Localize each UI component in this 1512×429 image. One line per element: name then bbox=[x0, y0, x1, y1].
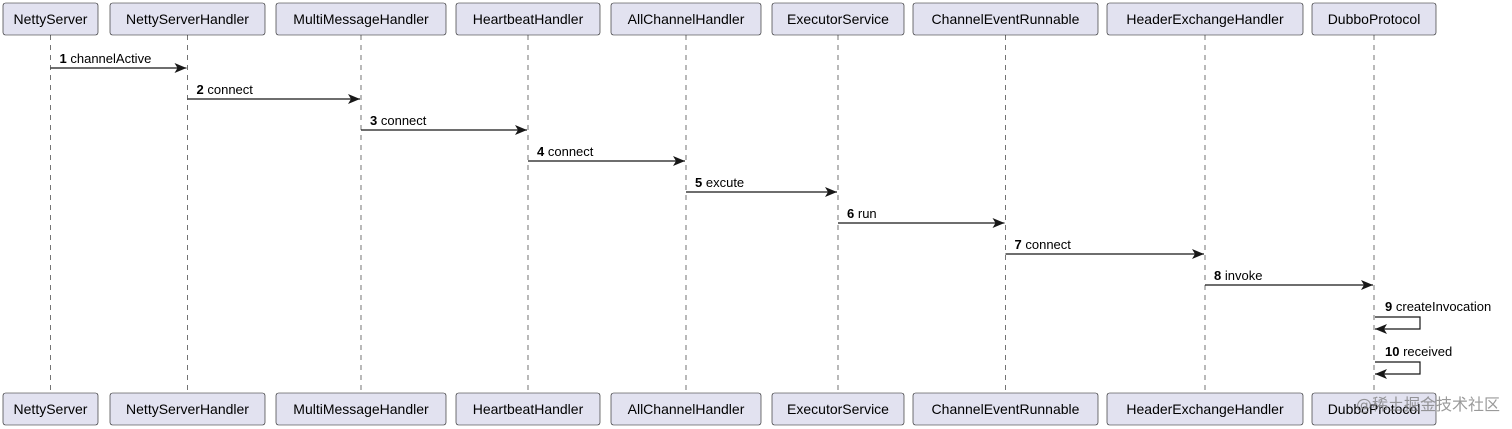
participant-box bbox=[1311, 392, 1437, 426]
participant-box bbox=[275, 2, 447, 36]
participant-heartbeat-handler-top: HeartbeatHandler bbox=[455, 2, 601, 36]
participant-channel-event-runnable-top: ChannelEventRunnable bbox=[912, 2, 1099, 36]
message-label: 3 connect bbox=[370, 113, 427, 128]
participant-all-channel-handler-bottom: AllChannelHandler bbox=[610, 392, 762, 426]
message-number: 8 bbox=[1214, 268, 1221, 283]
message-label: 8 invoke bbox=[1214, 268, 1262, 283]
message-text: excute bbox=[706, 175, 744, 190]
participant-label: ChannelEventRunnable bbox=[932, 401, 1080, 417]
message-number: 6 bbox=[847, 206, 854, 221]
self-message-arrow bbox=[1375, 361, 1421, 379]
message-6: 6 run bbox=[838, 206, 1005, 228]
message-number: 3 bbox=[370, 113, 377, 128]
participant-netty-server-handler-bottom: NettyServerHandler bbox=[109, 392, 266, 426]
message-label: 5 excute bbox=[695, 175, 744, 190]
participant-box bbox=[912, 2, 1099, 36]
participant-executor-service-bottom: ExecutorService bbox=[771, 392, 905, 426]
message-number: 5 bbox=[695, 175, 702, 190]
participant-label: DubboProtocol bbox=[1328, 11, 1421, 27]
participant-label: AllChannelHandler bbox=[628, 401, 745, 417]
message-text: connect bbox=[381, 113, 427, 128]
participant-label: HeartbeatHandler bbox=[473, 401, 584, 417]
message-text: channelActive bbox=[70, 51, 151, 66]
message-text: connect bbox=[548, 144, 594, 159]
participant-box bbox=[455, 2, 601, 36]
message-label: 4 connect bbox=[537, 144, 594, 159]
message-number: 1 bbox=[60, 51, 67, 66]
participant-box bbox=[771, 392, 905, 426]
participant-box bbox=[1106, 392, 1304, 426]
message-text: connect bbox=[207, 82, 253, 97]
participant-all-channel-handler-top: AllChannelHandler bbox=[610, 2, 762, 36]
message-10: 10 received bbox=[1375, 344, 1452, 379]
participant-label: NettyServerHandler bbox=[126, 11, 249, 27]
message-2: 2 connect bbox=[187, 82, 360, 104]
participant-box bbox=[2, 2, 99, 36]
participant-multi-message-handler-top: MultiMessageHandler bbox=[275, 2, 447, 36]
message-3: 3 connect bbox=[361, 113, 527, 135]
participant-label: DubboProtocol bbox=[1328, 401, 1421, 417]
message-number: 9 bbox=[1385, 299, 1392, 314]
participant-label: AllChannelHandler bbox=[628, 11, 745, 27]
participant-netty-server-bottom: NettyServer bbox=[2, 392, 99, 426]
participant-box bbox=[1106, 2, 1304, 36]
message-9: 9 createInvocation bbox=[1375, 299, 1491, 334]
message-5: 5 excute bbox=[686, 175, 837, 197]
message-8: 8 invoke bbox=[1205, 268, 1373, 290]
message-label: 10 received bbox=[1385, 344, 1452, 359]
self-message-arrow bbox=[1375, 316, 1421, 334]
participant-label: ExecutorService bbox=[787, 11, 889, 27]
message-number: 2 bbox=[197, 82, 204, 97]
participant-label: ExecutorService bbox=[787, 401, 889, 417]
participant-heartbeat-handler-bottom: HeartbeatHandler bbox=[455, 392, 601, 426]
participant-label: HeaderExchangeHandler bbox=[1126, 11, 1284, 27]
message-1: 1 channelActive bbox=[50, 51, 187, 73]
participant-label: HeaderExchangeHandler bbox=[1126, 401, 1284, 417]
participant-box bbox=[1311, 2, 1437, 36]
message-label: 6 run bbox=[847, 206, 877, 221]
watermark: @稀土掘金技术社区 bbox=[1355, 395, 1500, 414]
participant-label: NettyServer bbox=[14, 11, 88, 27]
message-label: 2 connect bbox=[197, 82, 254, 97]
participant-label: MultiMessageHandler bbox=[293, 401, 429, 417]
participant-label: HeartbeatHandler bbox=[473, 11, 584, 27]
message-7: 7 connect bbox=[1005, 237, 1204, 259]
participant-box bbox=[912, 392, 1099, 426]
message-text: connect bbox=[1025, 237, 1071, 252]
message-number: 10 bbox=[1385, 344, 1399, 359]
participant-box bbox=[610, 2, 762, 36]
message-label: 9 createInvocation bbox=[1385, 299, 1491, 314]
participant-box bbox=[771, 2, 905, 36]
message-text: received bbox=[1403, 344, 1452, 359]
message-label: 1 channelActive bbox=[60, 51, 152, 66]
participant-header-exchange-handler-top: HeaderExchangeHandler bbox=[1106, 2, 1304, 36]
participant-box bbox=[109, 2, 266, 36]
message-label: 7 connect bbox=[1015, 237, 1072, 252]
message-4: 4 connect bbox=[528, 144, 685, 166]
participant-executor-service-top: ExecutorService bbox=[771, 2, 905, 36]
message-text: invoke bbox=[1225, 268, 1263, 283]
participant-netty-server-handler-top: NettyServerHandler bbox=[109, 2, 266, 36]
message-number: 7 bbox=[1015, 237, 1022, 252]
participant-channel-event-runnable-bottom: ChannelEventRunnable bbox=[912, 392, 1099, 426]
participant-label: MultiMessageHandler bbox=[293, 11, 429, 27]
participant-box bbox=[455, 392, 601, 426]
participant-multi-message-handler-bottom: MultiMessageHandler bbox=[275, 392, 447, 426]
participant-label: NettyServer bbox=[14, 401, 88, 417]
participant-box bbox=[109, 392, 266, 426]
message-text: createInvocation bbox=[1396, 299, 1491, 314]
message-number: 4 bbox=[537, 144, 545, 159]
participant-label: ChannelEventRunnable bbox=[932, 11, 1080, 27]
participant-box bbox=[275, 392, 447, 426]
participant-dubbo-protocol-top: DubboProtocol bbox=[1311, 2, 1437, 36]
participant-header-exchange-handler-bottom: HeaderExchangeHandler bbox=[1106, 392, 1304, 426]
message-text: run bbox=[858, 206, 877, 221]
participant-label: NettyServerHandler bbox=[126, 401, 249, 417]
participant-box bbox=[2, 392, 99, 426]
participant-dubbo-protocol-bottom: DubboProtocol bbox=[1311, 392, 1437, 426]
participant-netty-server-top: NettyServer bbox=[2, 2, 99, 36]
participant-box bbox=[610, 392, 762, 426]
